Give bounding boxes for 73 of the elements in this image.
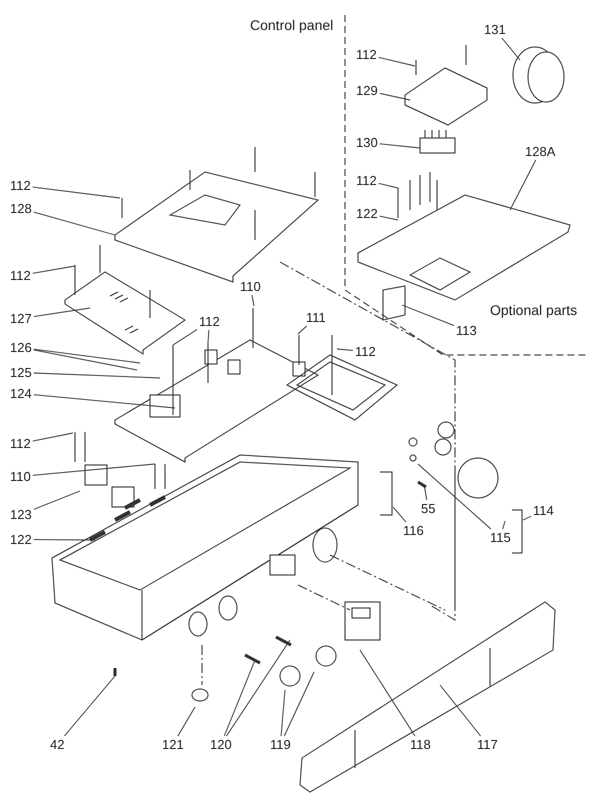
callout-number: 125 [10,365,32,380]
callout-number: 110 [10,469,31,484]
leader-line [280,690,286,736]
leader-line [402,304,454,326]
leader-line [336,348,354,351]
leader-line [33,372,160,378]
leader-line [522,516,532,520]
callout-number: 118 [410,737,431,752]
callout-number: 116 [403,523,424,538]
callout-number: 112 [355,344,376,359]
callout-number: 112 [10,436,31,451]
leader-line [33,394,176,408]
leader-line [32,464,156,476]
callout-number: 127 [10,311,32,326]
callout-number: 111 [306,310,326,325]
leader-line [378,56,416,66]
leader-line [360,650,416,736]
leader-line [33,308,90,317]
leader-line [424,484,428,500]
callout-number: 42 [50,737,64,752]
leader-line [32,266,76,274]
leader-line [252,294,254,306]
callout-number: 120 [210,737,232,752]
leader-line [224,660,256,736]
leader-line [379,216,398,220]
callout-number: 112 [356,47,377,62]
leader-line [510,160,536,210]
leader-line [33,350,138,370]
leader-line [172,329,198,346]
callout-number: 117 [477,737,498,752]
callout-number: 130 [356,135,378,150]
leader-line [440,684,482,736]
leader-line [33,490,80,510]
leader-line [226,640,290,736]
section-heading: Control panel [250,18,334,33]
callout-number: 128 [10,201,32,216]
callout-number: 129 [356,83,378,98]
leader-line [33,539,96,540]
section-heading: Optional parts [490,303,578,318]
callout-number: 131 [484,22,506,37]
callout-number: 55 [421,501,436,516]
leader-line [378,182,398,188]
leader-line [64,676,116,736]
leader-line [298,326,308,334]
leader-line [33,348,140,364]
callout-number: 128A [525,144,556,159]
leader-line [379,92,410,100]
leader-line [32,186,120,198]
leader-line [33,212,116,236]
callout-number: 112 [199,314,220,329]
callout-number: 123 [10,507,32,522]
leader-line [379,143,420,148]
callout-number: 110 [240,279,261,294]
callout-number: 124 [10,386,32,401]
leader-line [501,38,520,60]
callout-number: 126 [10,340,32,355]
callout-number: 121 [162,737,184,752]
callout-number: 112 [356,173,377,188]
callout-number: 112 [10,178,31,193]
callout-number: 122 [356,206,378,221]
callout-number: 119 [270,737,291,752]
callout-number: 114 [533,503,554,518]
callout-number: 112 [10,268,31,283]
leader-line [284,672,314,736]
leader-line [32,432,74,442]
callout-number: 122 [10,532,32,547]
leader-line [418,464,492,530]
leader-line [208,330,210,344]
callout-number: 113 [456,323,477,338]
leader-line [502,520,506,530]
callout-number: 115 [490,530,511,545]
leader-line [177,706,196,736]
leader-line [392,506,406,522]
